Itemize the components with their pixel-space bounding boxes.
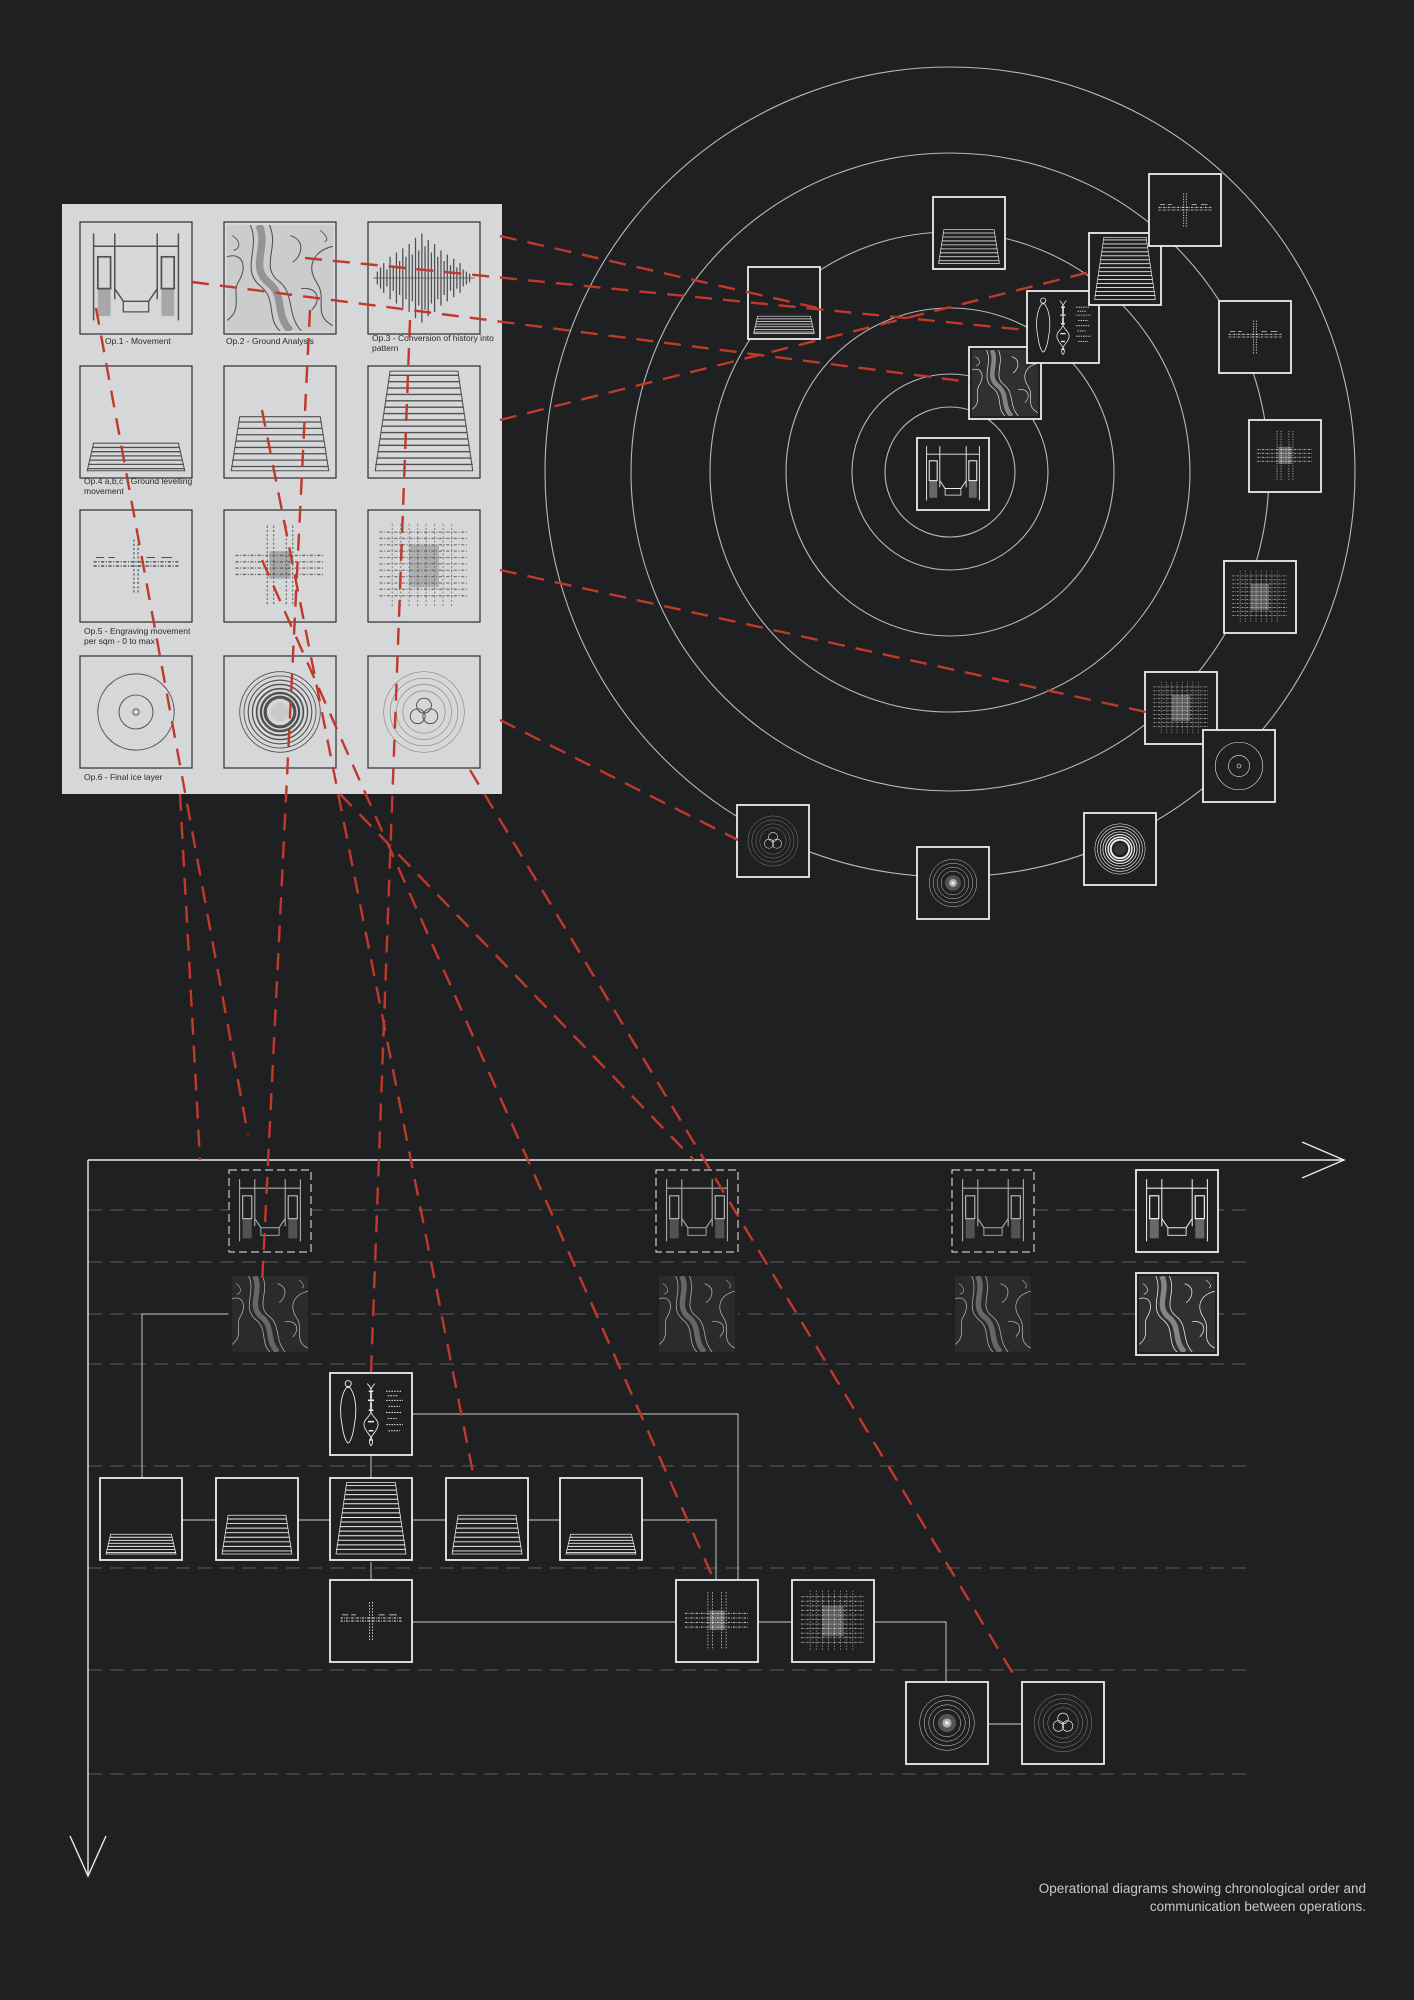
op3-label-line1: Op.3 - Conversion of history into: [372, 333, 494, 343]
op2-label: Op.2 - Ground Analysis: [226, 336, 314, 346]
op6b-ice-layer-tile: [223, 655, 337, 769]
op5-label-line1: Op.5 - Engraving movement: [84, 626, 191, 636]
timeline-level-1: [99, 1477, 183, 1561]
radial-node-pattern: [1026, 290, 1100, 364]
link-op2-to-timeline: [260, 309, 312, 1286]
link-op2-to-terrain-b: [304, 256, 1027, 332]
op6c-ice-layer-tile: [367, 655, 481, 769]
op4b-ground-levelling-tile: [223, 365, 337, 479]
link-op3-to-timeline: [369, 319, 412, 1374]
op3-history-pattern-tile: [367, 221, 481, 335]
op5b-engraving-tile: [223, 509, 337, 623]
timeline-engrave-2: [675, 1579, 759, 1663]
timeline-terrain-4: [1135, 1272, 1219, 1356]
timeline-terrain-2: [656, 1273, 738, 1355]
op1-movement-tile: [79, 221, 193, 335]
caption-line-2: communication between operations.: [1149, 1899, 1366, 1914]
time-axis-arrowhead: [1301, 1141, 1346, 1179]
op1-label: Op.1 - Movement: [105, 336, 171, 346]
link-op4c-to-level: [499, 270, 1091, 422]
timeline-engrave-3: [791, 1579, 875, 1663]
timeline-movement-4: [1135, 1169, 1219, 1253]
radial-ring-1: [884, 406, 1016, 538]
link-op6-to-ice: [499, 718, 739, 842]
link-op4-to-timeline: [260, 409, 476, 1479]
link-panel-to-ice: [468, 769, 1020, 1683]
radial-node-engrave-a: [1148, 173, 1222, 247]
timeline-engrave-1: [329, 1579, 413, 1663]
timeline-ice-final: [1021, 1681, 1105, 1765]
radial-node-engrave-c: [1248, 419, 1322, 493]
radial-node-engrave-d: [1223, 560, 1297, 634]
operations-legend-panel: Op.1 - Movement Op.2 - Ground Analysis O…: [62, 204, 502, 794]
op4a-ground-levelling-tile: [79, 365, 193, 479]
radial-node-engrave-b: [1218, 300, 1292, 374]
radial-node-level-mid: [932, 196, 1006, 270]
op4c-ground-levelling-tile: [367, 365, 481, 479]
op6-label: Op.6 - Final ice layer: [84, 772, 163, 782]
radial-node-ice-glow: [916, 846, 990, 920]
link-panel-bottom-b: [339, 793, 695, 1161]
timeline-pattern: [329, 1372, 413, 1456]
link-op5-to-timeline: [260, 559, 716, 1581]
timeline-terrain-1: [229, 1273, 311, 1355]
op2-ground-analysis-tile: [223, 221, 337, 335]
radial-node-ice-ring: [1083, 812, 1157, 886]
radial-ring-2: [851, 373, 1049, 571]
op5a-engraving-tile: [79, 509, 193, 623]
operation-mapping-connectors: [94, 234, 1147, 1683]
radial-node-movement: [916, 437, 990, 511]
diagram-caption: Operational diagrams showing chronologic…: [906, 1880, 1366, 1916]
link-op1-to-terrain: [191, 280, 971, 384]
timeline-level-2: [215, 1477, 299, 1561]
op4-label-line1: Op.4 a,b,c - Ground levelling: [84, 476, 192, 486]
link-panel-bottom-a: [178, 793, 202, 1161]
radial-node-ice-final: [736, 804, 810, 878]
radial-node-ice-target: [1202, 729, 1276, 803]
op3-label-line2: pattern: [372, 343, 399, 353]
timeline-diagram: [69, 1141, 1346, 1878]
link-op1-to-timeline: [94, 307, 250, 1136]
timeline-movement-1: [228, 1169, 312, 1253]
timeline-level-3: [329, 1477, 413, 1561]
op6a-ice-layer-tile: [79, 655, 193, 769]
timeline-terrain-3: [952, 1273, 1034, 1355]
op4-label-line2: movement: [84, 486, 124, 496]
timeline-level-5: [559, 1477, 643, 1561]
op5c-engraving-tile: [367, 509, 481, 623]
caption-line-1: Operational diagrams showing chronologic…: [1038, 1881, 1366, 1896]
op5-label-line2: per sqm - 0 to max: [84, 636, 156, 646]
timeline-level-4: [445, 1477, 529, 1561]
operation-axis-arrowhead: [69, 1835, 107, 1878]
flow-connectors: [141, 1313, 1022, 1725]
timeline-movement-2: [655, 1169, 739, 1253]
link-op5-to-engrave: [499, 568, 1147, 714]
timeline-movement-3: [951, 1169, 1035, 1253]
timeline-ice-glow: [905, 1681, 989, 1765]
